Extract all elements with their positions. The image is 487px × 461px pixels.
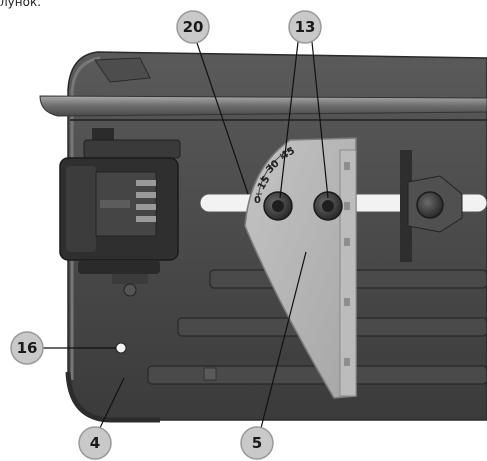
locking-knob-right (313, 191, 343, 221)
groove-tab (203, 367, 217, 381)
callout-20-label: 20 (183, 18, 204, 36)
callout-13-label: 13 (295, 18, 316, 36)
leader-5 (259, 251, 307, 433)
top-rail (39, 95, 487, 117)
motor-assembly (59, 128, 181, 297)
callout-5: 5 (240, 426, 274, 460)
leader-4 (97, 377, 125, 433)
leader-13-left (279, 41, 299, 199)
callout-13: 13 (288, 10, 322, 44)
header-partial-text: лунок. (0, 0, 41, 9)
base-rim (70, 56, 101, 380)
callout-16: 16 (10, 331, 44, 365)
callout-5-label: 5 (252, 434, 262, 452)
mounting-hole (115, 342, 127, 354)
scale-label-0: 0 (254, 195, 261, 206)
base-rim-bottom (65, 371, 160, 423)
callout-16-label: 16 (17, 339, 38, 357)
leader-20 (195, 39, 249, 195)
callout-4: 4 (78, 426, 112, 460)
top-rail-clip (94, 57, 151, 83)
callout-4-label: 4 (90, 434, 100, 452)
right-clamp (400, 150, 463, 262)
locking-knob-left (263, 191, 293, 221)
callout-20: 20 (176, 10, 210, 44)
leader-13-right (311, 41, 329, 199)
